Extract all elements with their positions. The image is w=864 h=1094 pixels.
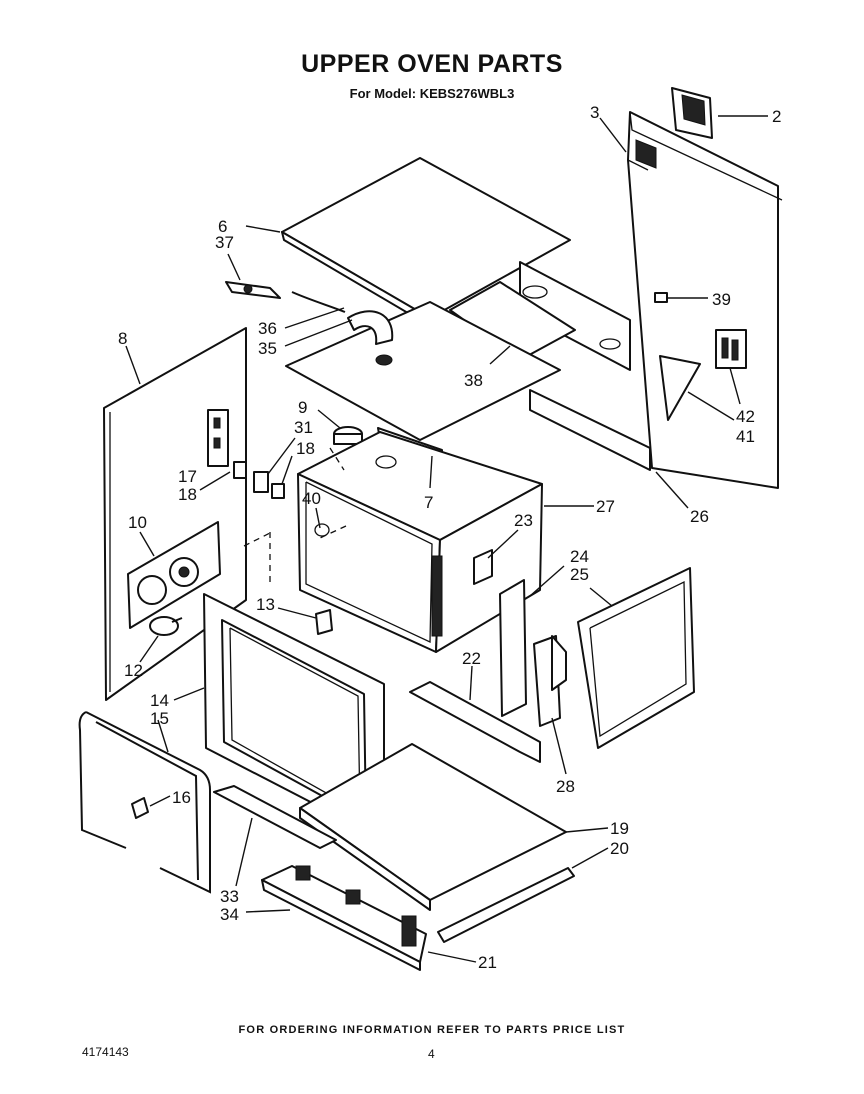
part-10-thermostat [127,521,221,629]
part-18-clip [271,483,285,499]
part-42-switch [715,329,747,369]
callout-35: 35 [258,339,277,358]
callout-40: 40 [302,489,321,508]
ordering-information-note: FOR ORDERING INFORMATION REFER TO PARTS … [238,1024,626,1036]
part-22-rail [409,681,541,763]
callout-28: 28 [556,777,575,796]
callout-23: 23 [514,511,533,530]
callout-27: 27 [596,497,615,516]
part-12-lamp [149,616,183,636]
callout-19: 19 [610,819,629,838]
callout-10: 10 [128,513,147,532]
callout-6: 6 [218,217,227,236]
part-9-vent-cap [333,426,363,445]
callout-34: 34 [220,905,239,924]
part-17-switch [207,409,229,467]
callout-13: 13 [256,595,275,614]
callout-24: 24 [570,547,589,566]
callout-18a: 18 [296,439,315,458]
page-number: 4 [428,1047,435,1061]
callout-3: 3 [590,103,599,122]
model-subtitle: For Model: KEBS276WBL3 [349,86,515,101]
callout-25: 25 [570,565,589,584]
callout-leaders [125,115,768,963]
part-25-door-plate [577,567,695,749]
part-41-plate [659,355,701,421]
part-15-gasket [78,711,211,894]
callout-38: 38 [464,371,483,390]
part-39-clip [654,292,668,303]
part-34-bracket-assembly [261,865,427,971]
callout-26: 26 [690,507,709,526]
callout-9: 9 [298,398,307,417]
callout-22: 22 [462,649,481,668]
document-number: 4174143 [82,1045,129,1059]
callout-8: 8 [118,329,127,348]
callout-41: 41 [736,427,755,446]
part-18-switch [233,461,247,479]
callout-7: 7 [424,493,433,512]
callout-20: 20 [610,839,629,858]
callout-2: 2 [772,107,781,126]
part-35-vent-tube [291,291,394,366]
callout-labels: 2 3 6 37 8 36 35 39 38 9 31 18 17 18 7 4… [118,103,781,972]
part-20-rod [437,867,575,943]
callout-39: 39 [712,290,731,309]
part-16-clip [131,797,149,819]
callout-12: 12 [124,661,143,680]
part-31-bracket [253,471,269,493]
callout-15: 15 [150,709,169,728]
part-24-bracket [499,579,527,717]
part-33-trim [213,785,337,849]
callout-33: 33 [220,887,239,906]
part-19-bottom-panel [299,743,567,911]
callout-37: 37 [215,233,234,252]
callout-36: 36 [258,319,277,338]
callout-18b: 18 [178,485,197,504]
part-37-terminal [225,281,281,299]
part-23-plate [473,549,493,585]
part-28-hinge [533,635,567,727]
part-2-bracket [671,87,713,139]
callout-42: 42 [736,407,755,426]
callout-31: 31 [294,418,313,437]
part-26-back-panel [627,111,783,489]
callout-21: 21 [478,953,497,972]
callout-14: 14 [150,691,169,710]
page-title: UPPER OVEN PARTS [301,50,563,78]
callout-17: 17 [178,467,197,486]
callout-16: 16 [172,788,191,807]
part-38-duct-assembly [285,261,651,471]
part-13-clip [315,609,333,635]
